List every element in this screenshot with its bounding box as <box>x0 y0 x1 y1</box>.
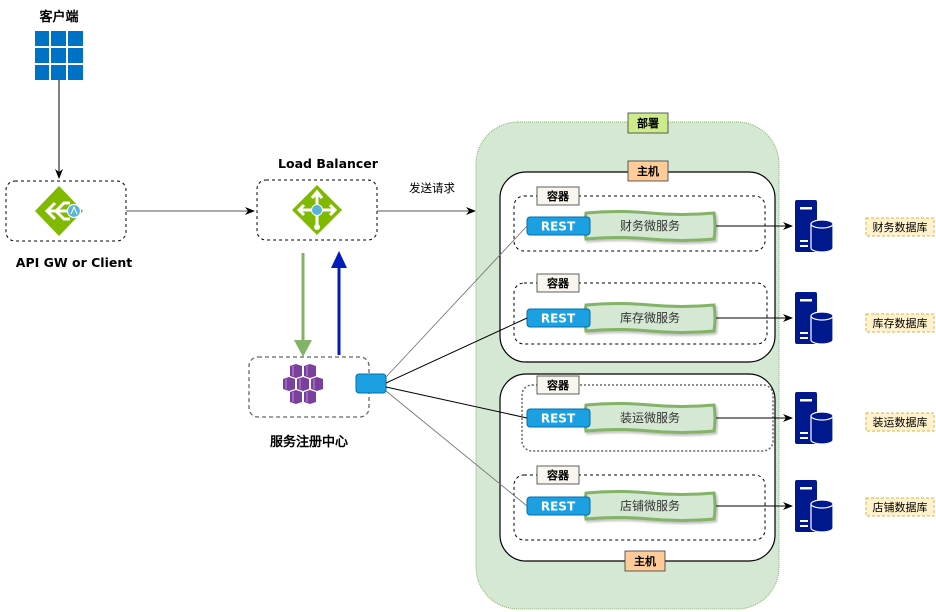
registry-containers-icon <box>283 364 323 404</box>
container-label: 容器 <box>546 276 570 290</box>
registry-box <box>248 356 370 418</box>
rest-label: REST <box>541 500 576 514</box>
send-request-label: 发送请求 <box>409 181 455 195</box>
container-box <box>513 474 766 541</box>
api-gateway-icon <box>35 186 83 236</box>
microservice-shipping[interactable] <box>583 402 717 434</box>
database-inventory[interactable]: 库存数据库 <box>865 313 935 333</box>
container-label: 容器 <box>546 189 570 203</box>
database-label: 财务数据库 <box>873 220 928 234</box>
microservice-label: 库存微服务 <box>620 310 680 325</box>
host-1-label: 主机 <box>637 164 659 178</box>
database-icon <box>795 292 834 345</box>
host-1-tag <box>627 160 669 182</box>
deployment-tag <box>627 112 669 134</box>
api-gateway-label: API GW or Client <box>16 255 132 270</box>
microservice-label: 店铺微服务 <box>620 498 680 513</box>
database-finance[interactable]: 财务数据库 <box>865 217 935 237</box>
registry-link-shipping <box>385 386 528 419</box>
registry-node[interactable]: 服务注册中心 <box>248 356 370 450</box>
registry-link-store <box>385 390 528 507</box>
container-tag <box>536 186 580 206</box>
client-grid-icon <box>35 31 83 80</box>
load-balancer-icon <box>292 185 342 235</box>
microservice-label: 财务微服务 <box>620 218 680 233</box>
client-label: 客户端 <box>39 9 78 25</box>
container-label: 容器 <box>546 378 570 392</box>
container-label: 容器 <box>546 468 570 482</box>
microservice-label: 装运微服务 <box>620 410 680 425</box>
registry-links <box>385 225 528 507</box>
rest-label: REST <box>541 220 576 234</box>
database-label: 店铺数据库 <box>873 500 928 514</box>
load-balancer-box <box>256 179 378 241</box>
database-label: 库存数据库 <box>873 316 928 330</box>
container-tag <box>536 465 580 485</box>
host-2-label: 主机 <box>634 554 656 568</box>
database-icon <box>795 480 834 533</box>
database-store[interactable]: 店铺数据库 <box>865 497 935 517</box>
database-label: 装运数据库 <box>873 415 928 429</box>
host-2-tag <box>624 550 666 572</box>
api-gateway-box <box>5 180 127 242</box>
lb-to-registry-arrow <box>294 253 312 357</box>
container-box <box>513 282 768 345</box>
registry-label: 服务注册中心 <box>270 434 348 450</box>
microservice-inventory[interactable] <box>583 302 717 334</box>
database-shipping[interactable]: 装运数据库 <box>865 412 935 432</box>
deployment-label: 部署 <box>637 116 659 130</box>
load-balancer-label: Load Balancer <box>278 156 379 171</box>
registry-to-lb-arrow <box>331 251 347 355</box>
container-box <box>513 195 766 252</box>
client-node[interactable]: 客户端 <box>35 9 83 80</box>
rest-label: REST <box>541 312 576 326</box>
container-tag <box>536 273 580 293</box>
api-gateway-node[interactable]: API GW or Client <box>5 180 132 270</box>
database-icon <box>795 200 834 253</box>
database-icon <box>795 392 834 445</box>
rest-label: REST <box>541 412 576 426</box>
registry-link-inventory <box>385 317 528 384</box>
registry-link-finance <box>385 225 528 378</box>
load-balancer-node[interactable]: Load Balancer <box>256 156 379 241</box>
registry-port[interactable] <box>355 373 387 394</box>
microservice-store[interactable] <box>583 490 717 522</box>
container-tag <box>536 375 580 395</box>
microservice-finance[interactable] <box>583 210 717 242</box>
